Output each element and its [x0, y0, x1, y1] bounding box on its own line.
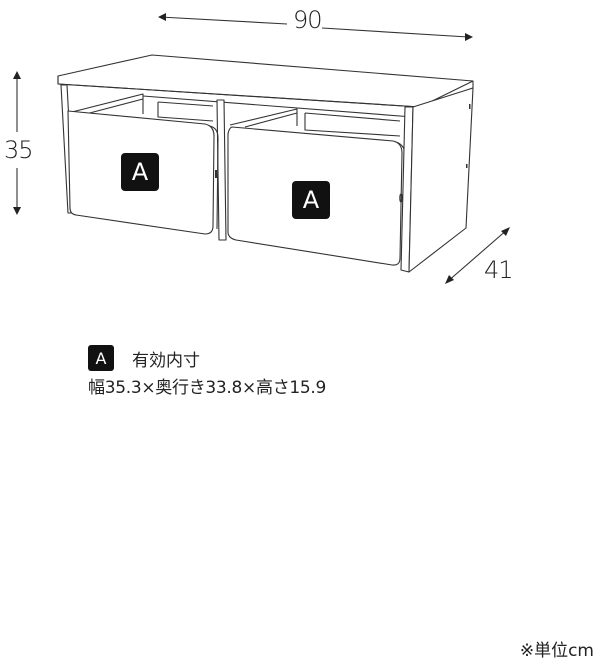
- top-board: [57, 54, 474, 116]
- legend: A 有効内寸 幅35.3×奥行き33.8×高さ15.9: [88, 345, 326, 398]
- unit-note: ※単位cm: [519, 641, 594, 661]
- drawer-badge-left: A: [121, 153, 159, 191]
- height-label: 35: [4, 136, 34, 164]
- legend-title: 有効内寸: [132, 350, 200, 371]
- depth-dimension-arrow: [445, 227, 510, 284]
- legend-header: A 有効内寸: [88, 345, 326, 371]
- center-divider: [216, 99, 227, 241]
- width-label: 90: [293, 6, 323, 34]
- width-dimension-arrow: [158, 13, 473, 41]
- drawer-badge-right: A: [292, 181, 330, 219]
- legend-detail: 幅35.3×奥行き33.8×高さ15.9: [88, 378, 327, 398]
- legend-badge: A: [88, 345, 114, 371]
- depth-label: 41: [484, 256, 514, 284]
- height-dimension-arrow: [13, 71, 21, 215]
- right-side-panel: [400, 87, 474, 273]
- interior-rails: [67, 93, 414, 137]
